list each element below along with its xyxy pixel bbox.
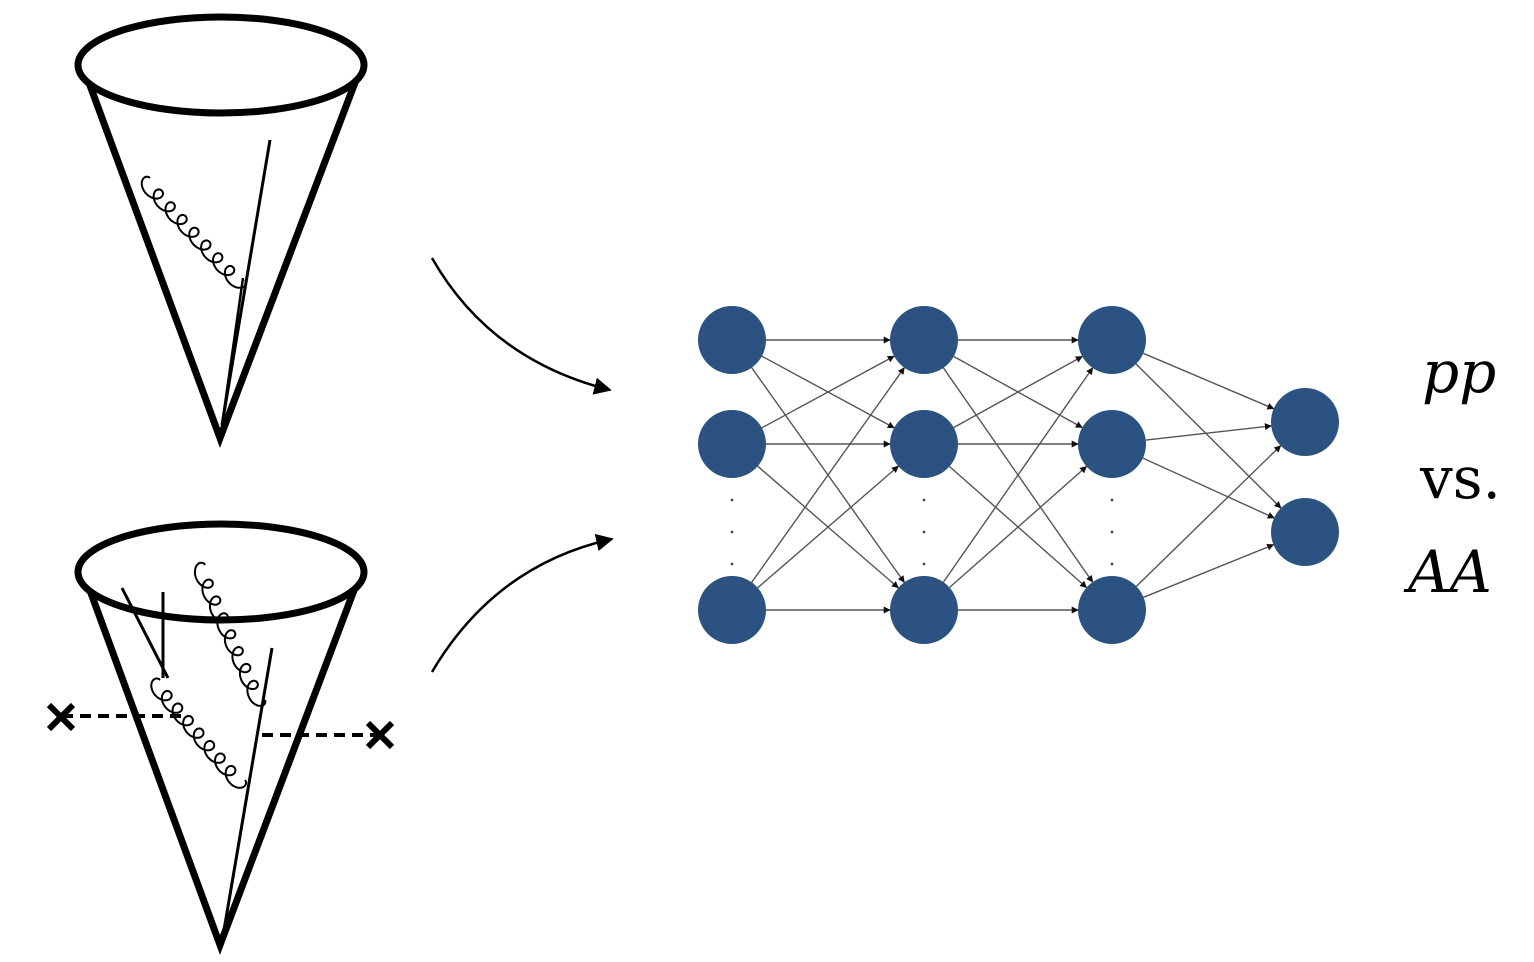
ellipsis-dot xyxy=(730,562,734,566)
scattering-center-x-icon xyxy=(46,702,76,732)
ellipsis-dot xyxy=(1110,498,1114,502)
network-edge xyxy=(942,367,1094,583)
network-node xyxy=(698,410,766,478)
network-node xyxy=(890,576,958,644)
network-edge xyxy=(1143,352,1275,410)
ellipsis-dot xyxy=(1110,530,1114,534)
network-edge xyxy=(1145,423,1272,441)
network-edge xyxy=(953,355,1083,429)
output-labels: pp vs. AA xyxy=(1403,338,1501,606)
network-node xyxy=(1078,306,1146,374)
gluon-icon xyxy=(140,175,248,289)
network-edge xyxy=(757,465,899,589)
input-arrow-top xyxy=(430,257,612,395)
network-node xyxy=(890,306,958,374)
gluon-icon xyxy=(193,561,267,707)
network-node xyxy=(1078,410,1146,478)
label-pp: pp xyxy=(1422,338,1496,406)
network-node xyxy=(1271,388,1339,456)
label-vs: vs. xyxy=(1419,444,1501,512)
cone-opening xyxy=(74,13,368,117)
network-edge xyxy=(1135,445,1282,587)
scattering-center-x-icon xyxy=(365,720,395,750)
network-node xyxy=(1271,498,1339,566)
quark-line xyxy=(220,277,245,426)
label-AA: AA xyxy=(1403,538,1492,606)
ellipsis-dot xyxy=(730,530,734,534)
network-edge xyxy=(751,367,905,583)
cone-body xyxy=(84,583,360,956)
ellipsis-dot xyxy=(1110,562,1114,566)
network-edge xyxy=(761,355,895,429)
quark-line xyxy=(222,789,250,931)
network-edge xyxy=(949,465,1088,589)
network-node xyxy=(1078,576,1146,644)
ellipsis-dot xyxy=(922,530,926,534)
cone-opening xyxy=(74,520,368,624)
ellipsis-dot xyxy=(922,498,926,502)
neural-network xyxy=(698,306,1339,644)
network-edge xyxy=(1135,363,1282,509)
cone-body xyxy=(84,78,360,448)
ellipsis-dot xyxy=(922,562,926,566)
network-edge xyxy=(1142,457,1275,519)
AA-jet-cone xyxy=(46,520,395,956)
network-node xyxy=(698,306,766,374)
network-edge xyxy=(1143,543,1275,598)
quark-line xyxy=(120,587,170,679)
pp-jet-cone xyxy=(74,13,368,448)
gluon-icon xyxy=(150,677,247,789)
input-arrow-bottom xyxy=(430,533,614,673)
network-node xyxy=(890,410,958,478)
network-node xyxy=(698,576,766,644)
ellipsis-dot xyxy=(730,498,734,502)
